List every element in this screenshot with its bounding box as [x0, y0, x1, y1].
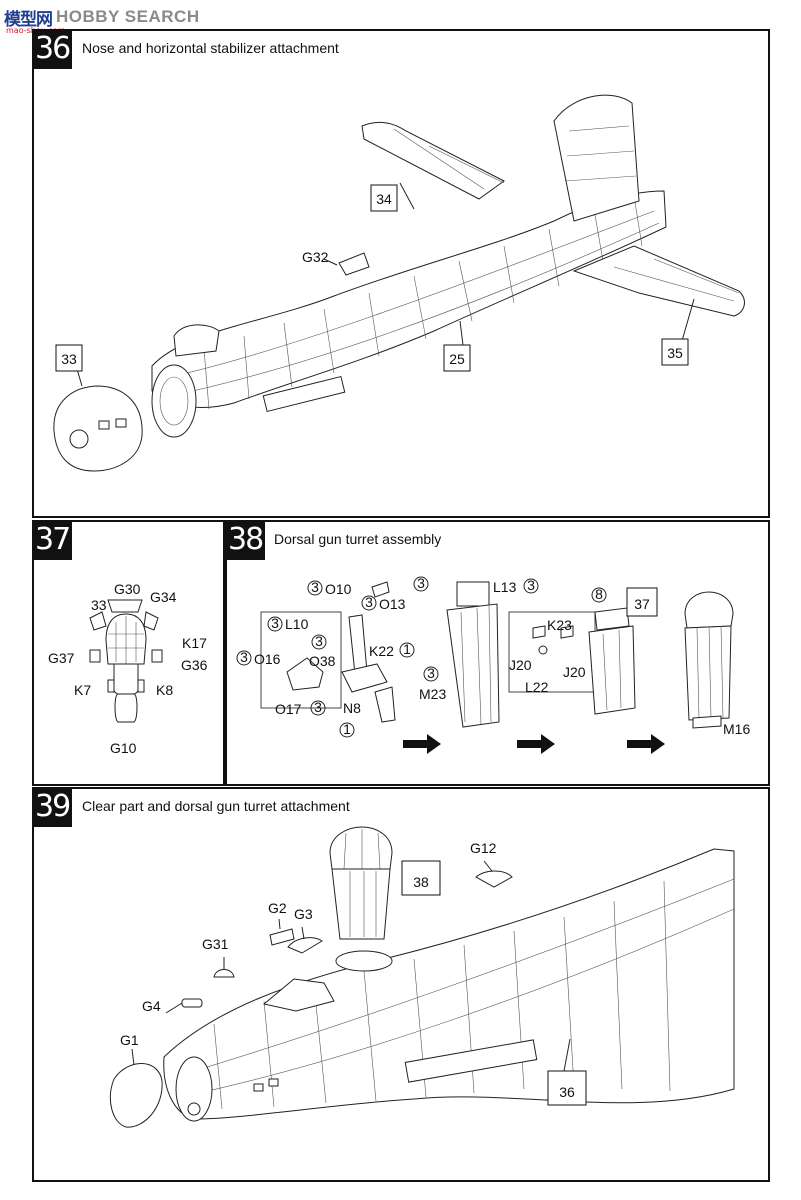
svg-text:35: 35 — [667, 345, 683, 361]
arrow-icon — [627, 734, 665, 754]
part-j20-label: J20 — [563, 664, 586, 680]
part-g10-label: G10 — [110, 740, 137, 756]
step-39-panel: 39 Clear part and dorsal gun turret atta… — [32, 787, 770, 1182]
watermark-text: HOBBY SEARCH — [56, 7, 200, 26]
svg-text:33: 33 — [61, 351, 77, 367]
watermark: 模型网 HOBBY SEARCH mao-shou.com — [4, 4, 200, 35]
part-37-label: 37 — [626, 587, 658, 617]
part-k7-label: K7 — [74, 682, 91, 698]
svg-text:8: 8 — [595, 586, 603, 602]
part-g37-label: G37 — [48, 650, 75, 666]
part-m16-label: M16 — [723, 721, 750, 737]
step-38-panel: 38 Dorsal gun turret assembly — [225, 520, 770, 786]
part-k23-label: K23 — [547, 617, 572, 633]
part-o17-label: O17 — [275, 701, 302, 717]
svg-text:3: 3 — [314, 699, 322, 715]
turret-assembly-drawing: 3 3 3 3 3 3 1 3 3 1 3 8 O10 O13 L13 L10 … — [236, 575, 750, 754]
part-35-label: 35 — [661, 338, 689, 366]
step-title: Clear part and dorsal gun turret attachm… — [82, 798, 350, 814]
svg-text:1: 1 — [403, 641, 411, 657]
part-33-label: 33 — [91, 597, 107, 613]
b17-turret-attachment-drawing: G1 G4 G31 G2 G3 G12 38 36 — [110, 826, 735, 1128]
svg-text:37: 37 — [634, 596, 650, 612]
step-36-panel: 36 Nose and horizontal stabilizer attach… — [32, 29, 770, 518]
svg-text:3: 3 — [311, 579, 319, 595]
step-number: 36 — [32, 29, 73, 69]
arrow-icon — [517, 734, 555, 754]
svg-text:3: 3 — [315, 633, 323, 649]
part-k17-label: K17 — [182, 635, 207, 651]
part-l10-label: L10 — [285, 616, 309, 632]
svg-text:3: 3 — [427, 665, 435, 681]
svg-text:34: 34 — [376, 191, 392, 207]
part-o16-label: O16 — [254, 651, 281, 667]
part-j20-label: J20 — [509, 657, 532, 673]
part-g12-label: G12 — [470, 840, 497, 856]
part-38-label: 38 — [401, 860, 441, 896]
step-37-panel: 37 G30 33 G34 K17 G37 G36 K7 K8 G10 — [32, 520, 225, 786]
svg-text:38: 38 — [413, 874, 429, 890]
part-g1-label: G1 — [120, 1032, 139, 1048]
nose-clear-parts-drawing: G30 33 G34 K17 G37 G36 K7 K8 G10 — [48, 581, 208, 756]
part-g2-label: G2 — [268, 900, 287, 916]
part-34-label: 34 — [370, 184, 398, 212]
svg-text:3: 3 — [527, 577, 535, 593]
part-g31-label: G31 — [202, 936, 229, 952]
part-l22-label: L22 — [525, 679, 549, 695]
part-33-label: 33 — [55, 344, 83, 372]
part-n8-label: N8 — [343, 700, 361, 716]
step-number: 39 — [32, 787, 73, 827]
svg-text:25: 25 — [449, 351, 465, 367]
svg-text:3: 3 — [365, 594, 373, 610]
step-number: 37 — [32, 520, 73, 560]
part-o38-label: O38 — [309, 653, 336, 669]
svg-text:3: 3 — [417, 575, 425, 591]
step-number: 38 — [225, 520, 266, 560]
svg-text:3: 3 — [271, 615, 279, 631]
part-k22-label: K22 — [369, 643, 394, 659]
part-g3-label: G3 — [294, 906, 313, 922]
part-l13-label: L13 — [493, 579, 517, 595]
part-g4-label: G4 — [142, 998, 161, 1014]
part-k8-label: K8 — [156, 682, 173, 698]
part-o13-label: O13 — [379, 596, 406, 612]
part-g32-label: G32 — [302, 249, 329, 265]
arrow-icon — [403, 734, 441, 754]
svg-text:36: 36 — [559, 1084, 575, 1100]
part-o10-label: O10 — [325, 581, 352, 597]
part-g34-label: G34 — [150, 589, 177, 605]
svg-text:1: 1 — [343, 721, 351, 737]
part-25-label: 25 — [443, 344, 471, 372]
part-m23-label: M23 — [419, 686, 446, 702]
part-g30-label: G30 — [114, 581, 141, 597]
svg-text:3: 3 — [240, 649, 248, 665]
step-title: Dorsal gun turret assembly — [274, 531, 442, 547]
watermark-logo: 模型网 — [4, 9, 53, 30]
b17-fuselage-drawing: 34 G32 33 25 35 — [53, 94, 745, 472]
part-36-label: 36 — [547, 1070, 587, 1106]
step-title: Nose and horizontal stabilizer attachmen… — [82, 40, 339, 56]
part-g36-label: G36 — [181, 657, 208, 673]
